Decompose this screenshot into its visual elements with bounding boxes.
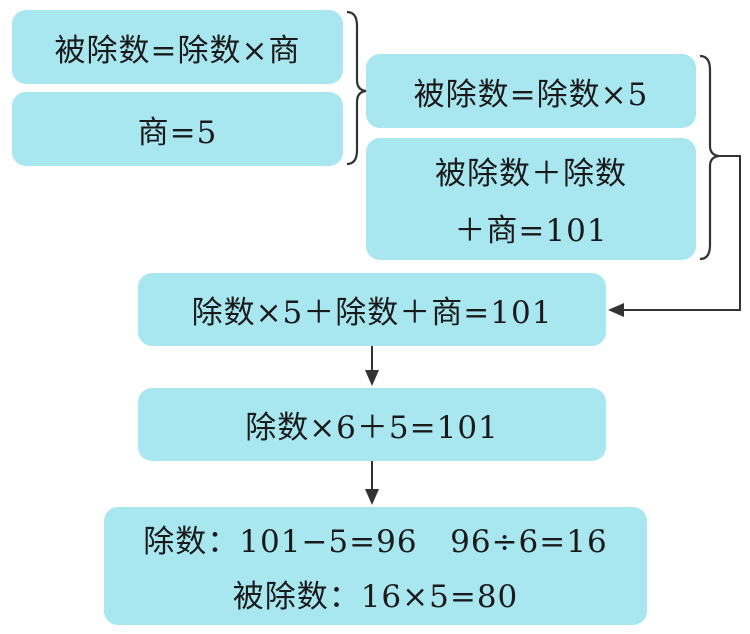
box-dividend-plus-divisor-plus-quotient: 被除数＋除数 ＋商=101 [366, 138, 696, 260]
box-quotient-equals-5: 商=5 [12, 92, 343, 166]
box-text: 商=5 [137, 114, 218, 151]
box-divisor-times-6-plus-5: 除数×6＋5=101 [138, 388, 606, 461]
arrowhead-down-icon [365, 370, 379, 386]
solution-line-divisor: 除数：101−5=96 96÷6=16 [143, 524, 608, 560]
box-text: 除数×5＋除数＋商=101 [191, 295, 553, 331]
box-text-line-2: ＋商=101 [454, 213, 608, 249]
box-text: 被除数=除数×5 [413, 76, 649, 113]
brace-right-2 [699, 54, 720, 261]
box-text: 除数×6＋5=101 [245, 410, 499, 446]
box-dividend-equals-divisor-times-5: 被除数=除数×5 [366, 54, 696, 128]
brace-right-1 [346, 10, 367, 166]
box-divisor-times-5-plus-divisor-plus-quotient: 除数×5＋除数＋商=101 [138, 273, 606, 346]
box-text: 被除数=除数×商 [54, 32, 301, 69]
box-text-line-1: 被除数＋除数 [435, 156, 627, 192]
arrowhead-down-icon [365, 489, 379, 505]
box-solution: 除数：101−5=96 96÷6=16 被除数：16×5=80 [104, 507, 647, 625]
box-dividend-equals-divisor-times-quotient: 被除数=除数×商 [12, 10, 343, 84]
connector-line-to-box5 [622, 155, 741, 311]
solution-line-dividend: 被除数：16×5=80 [232, 579, 519, 615]
arrowhead-left-icon [608, 303, 624, 317]
